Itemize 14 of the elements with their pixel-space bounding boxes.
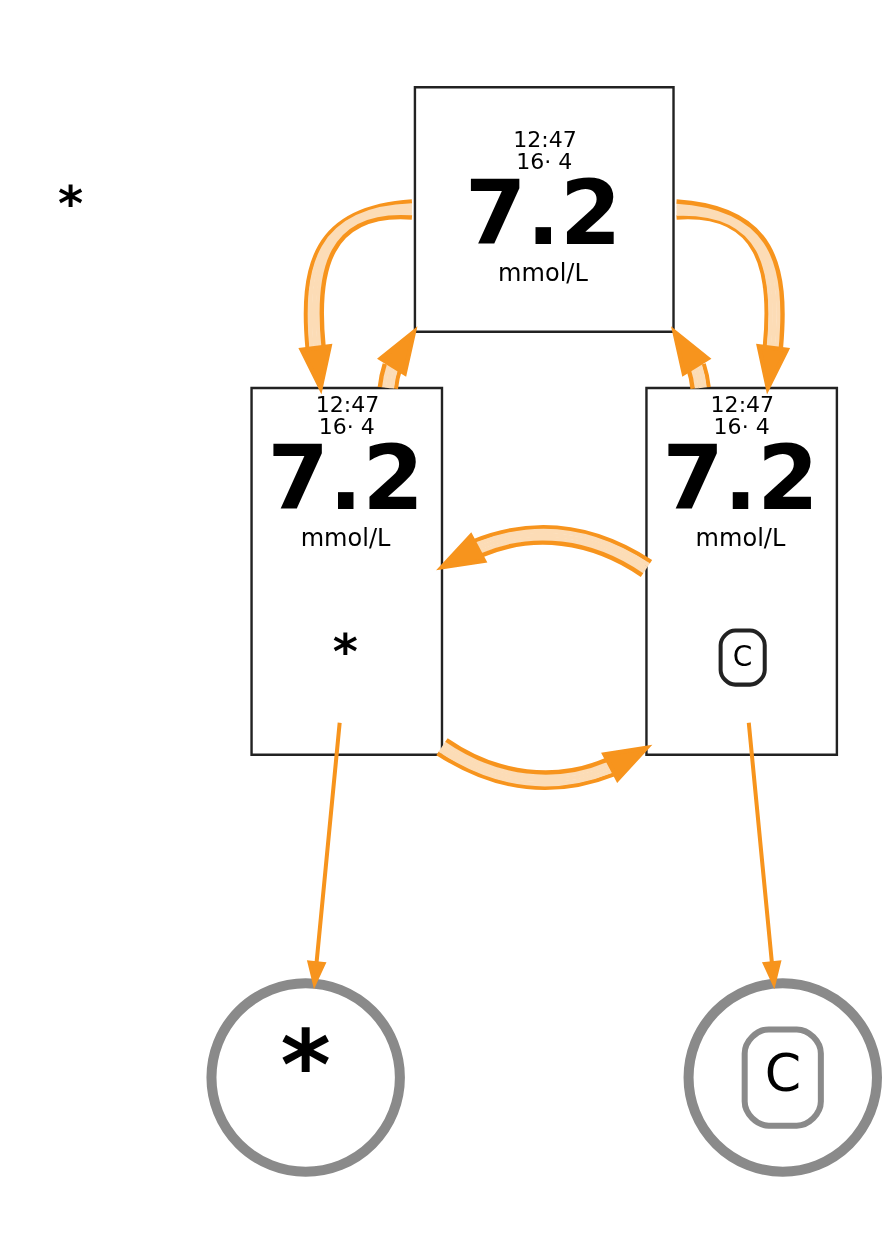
arrow xyxy=(746,722,782,990)
node-text: * xyxy=(332,622,358,679)
arrow xyxy=(670,326,711,390)
arrow xyxy=(297,199,412,395)
arrow xyxy=(675,199,790,395)
arrow xyxy=(376,326,417,390)
node-box: C xyxy=(718,628,767,687)
node-circle: C xyxy=(683,978,882,1177)
arrow xyxy=(435,738,652,791)
node-box: 12:47 16· 4 7.2 mmol/L xyxy=(413,86,675,334)
node-circle: * xyxy=(205,978,405,1177)
arrow xyxy=(306,722,342,990)
arrow xyxy=(435,525,652,578)
label: * xyxy=(57,174,83,231)
